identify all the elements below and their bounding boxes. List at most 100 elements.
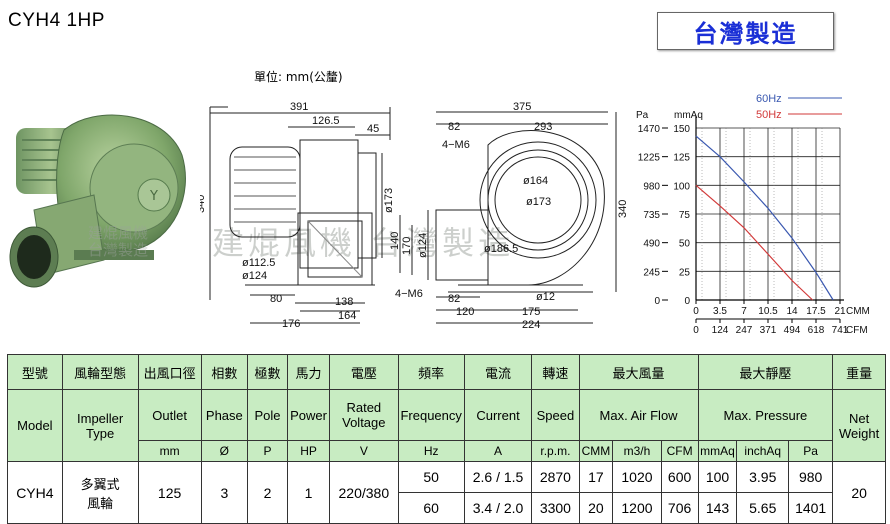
cell-cfm: 600 — [660, 461, 699, 493]
dim-4-m6-front: 4−M6 — [442, 139, 470, 151]
cell-voltage: 220/380 — [329, 461, 399, 524]
x-tick-cfm: 618 — [808, 325, 825, 336]
unit-note: 單位: mm(公釐) — [254, 70, 343, 84]
y-tick-pa: 1225 — [638, 153, 661, 164]
y-tick-pa: 735 — [643, 210, 660, 221]
cell-pa: 980 — [788, 461, 834, 493]
dim-82-top: 82 — [448, 121, 460, 133]
hdr-model-zh: 型號 — [7, 354, 63, 390]
y-tick-pa: 245 — [643, 267, 660, 278]
blower-photo: Y — [9, 114, 186, 288]
dim-80: 80 — [270, 293, 282, 305]
x-tick-cmm: 3.5 — [713, 306, 727, 317]
dim-phi124-front: ø124 — [418, 233, 429, 258]
cell-mmaq: 100 — [697, 461, 738, 493]
dim-phi164: ø164 — [523, 175, 548, 187]
cell-current: 2.6 / 1.5 — [463, 461, 533, 493]
dim-164: 164 — [338, 310, 356, 322]
hdr-phase-zh: 相數 — [200, 354, 249, 390]
x-unit-cmm: CMM — [846, 306, 870, 317]
hdr-pressure-zh: 最大靜壓 — [697, 354, 834, 390]
model-title: CYH4 1HP — [8, 10, 105, 31]
dim-4-m6: 4−M6 — [395, 288, 423, 300]
y-tick-pa: 0 — [654, 296, 660, 307]
x-tick-cfm: 0 — [693, 325, 699, 336]
hdr-impeller-zh: 風輪型態 — [61, 354, 139, 390]
svg-text:Y: Y — [149, 189, 158, 204]
hdr-power-zh: 馬力 — [286, 354, 331, 390]
dim-phi112-5: ø112.5 — [242, 257, 275, 269]
dim-phi173: ø173 — [383, 188, 395, 213]
series-line-50hz — [695, 184, 813, 301]
unit-label-mmaq: mmAq — [674, 110, 703, 121]
watermark-line1: 建焜風機 — [88, 224, 149, 242]
y-tick-pa: 490 — [643, 239, 660, 250]
unit-label-pa: Pa — [636, 110, 649, 121]
hdr-outlet-zh: 出風口徑 — [137, 354, 202, 390]
dim-340-front: 340 — [617, 200, 629, 218]
dim-391: 391 — [290, 101, 308, 113]
watermark-big: 建焜風機 台灣製造 — [212, 224, 515, 262]
hdr-frequency-en: Frequency — [397, 389, 465, 441]
y-tick-mmaq: 150 — [673, 124, 690, 135]
cell-hz: 50 — [397, 461, 465, 493]
dim-375: 375 — [513, 101, 531, 113]
watermark-small: 建焜風機 台灣製造 — [88, 225, 148, 259]
cell-inchaq: 5.65 — [736, 492, 790, 524]
hdr-impeller-en: Impeller Type — [61, 389, 139, 462]
y-tick-pa: 980 — [643, 181, 660, 192]
cell-model: CYH4 — [7, 461, 63, 524]
cell-outlet: 125 — [137, 461, 202, 524]
legend-label-60hz: 60Hz — [756, 93, 782, 105]
dim-176: 176 — [282, 318, 300, 330]
hdr-pole-zh: 極數 — [247, 354, 288, 390]
front-view-drawing: 375 82 293 4−M6 ø164 ø173 ø186.5 ø124 34… — [418, 101, 629, 330]
unit-hp: HP — [286, 440, 331, 462]
series-line-60hz — [695, 135, 834, 301]
cell-current: 3.4 / 2.0 — [463, 492, 533, 524]
cell-cmm: 17 — [578, 461, 614, 493]
x-tick-cfm: 124 — [712, 325, 729, 336]
unit-a: A — [463, 440, 533, 462]
unit-inchaq: inchAq — [736, 440, 790, 462]
cell-weight: 20 — [832, 461, 886, 524]
dim-126-5: 126.5 — [312, 115, 340, 127]
hdr-airflow-en: Max. Air Flow — [578, 389, 699, 441]
hdr-voltage-en: Rated Voltage — [329, 389, 399, 441]
dim-175: 175 — [522, 306, 540, 318]
dim-170: 170 — [401, 237, 413, 255]
spec-table: 型號 風輪型態 出風口徑 相數 極數 馬力 電壓 頻率 電流 轉速 最大風量 最… — [7, 354, 886, 524]
cell-phase: 3 — [200, 461, 249, 524]
cell-rpm: 3300 — [531, 492, 580, 524]
x-tick-cfm: 741 — [832, 325, 849, 336]
x-tick-cfm: 371 — [760, 325, 777, 336]
dim-82-bottom: 82 — [448, 293, 460, 305]
cell-cfm: 706 — [660, 492, 699, 524]
unit-phase: Ø — [200, 440, 249, 462]
hdr-current-en: Current — [463, 389, 533, 441]
hdr-frequency-zh: 頻率 — [397, 354, 465, 390]
legend-label-50hz: 50Hz — [756, 109, 782, 121]
cell-pole: 2 — [247, 461, 288, 524]
dim-45: 45 — [367, 123, 379, 135]
dim-293: 293 — [534, 121, 552, 133]
cell-hz: 60 — [397, 492, 465, 524]
x-tick-cmm: 17.5 — [806, 306, 826, 317]
dim-138: 138 — [335, 296, 353, 308]
dim-phi12: ø12 — [536, 291, 555, 303]
origin-badge: 台灣製造 — [657, 12, 834, 50]
side-view-drawing: 391 126.5 45 340 ø173 140 170 ø112.5 ø12… — [200, 101, 423, 330]
dim-phi173-front: ø173 — [526, 196, 551, 208]
y-tick-mmaq: 75 — [679, 210, 691, 221]
unit-cmm: CMM — [578, 440, 614, 462]
unit-pa: Pa — [788, 440, 834, 462]
cell-m3h: 1020 — [612, 461, 662, 493]
hdr-airflow-zh: 最大風量 — [578, 354, 699, 390]
hdr-phase-en: Phase — [200, 389, 249, 441]
hdr-speed-zh: 轉速 — [531, 354, 580, 390]
x-tick-cmm: 0 — [693, 306, 699, 317]
unit-m3h: m3/h — [612, 440, 662, 462]
cell-m3h: 1200 — [612, 492, 662, 524]
y-tick-mmaq: 50 — [679, 239, 691, 250]
